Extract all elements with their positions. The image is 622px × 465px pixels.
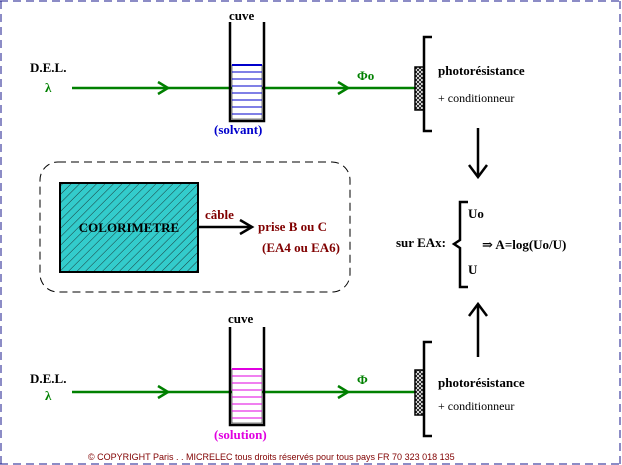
plug-label-line1: prise B ou C (258, 219, 327, 234)
bottom-detector-line2: + conditionneur (438, 399, 514, 413)
top-assembly: D.E.L. λ cuve (solvant) Φo (30, 8, 525, 180)
top-cuvette (228, 22, 266, 123)
top-solvent-label: (solvant) (214, 122, 262, 137)
top-detector-line1: photorésistance (438, 63, 525, 78)
top-photoresistor (414, 35, 432, 133)
top-detector-line2: + conditionneur (438, 91, 514, 105)
absorbance-formula: ⇒ A=log(Uo/U) (482, 237, 566, 252)
cable-arrowhead (239, 218, 255, 236)
bottom-photoresistor (414, 340, 432, 438)
acquisition-u0: Uo (468, 206, 484, 221)
top-led-label: D.E.L. (30, 60, 66, 75)
top-phi-label: Φo (357, 68, 374, 83)
acquisition-brace (451, 200, 468, 289)
colorimeter-title: COLORIMETRE (79, 220, 179, 235)
top-down-arrowhead (468, 164, 488, 180)
bottom-lambda-label: λ (45, 388, 52, 403)
bottom-beam-arrow-2 (337, 384, 351, 400)
acquisition-u: U (468, 262, 478, 277)
bottom-cuve-label: cuve (228, 311, 254, 326)
colorimeter-dashed-box (39, 161, 351, 293)
bottom-up-arrowhead (468, 301, 488, 317)
top-lambda-label: λ (45, 80, 52, 95)
bottom-phi-label: Φ (357, 372, 368, 387)
top-cuve-label: cuve (229, 8, 255, 23)
top-beam-arrow-2 (337, 80, 351, 96)
plug-label-line2: (EA4 ou EA6) (262, 240, 340, 255)
bottom-beam-arrow-1 (157, 384, 171, 400)
bottom-solution-label: (solution) (214, 427, 267, 442)
bottom-led-label: D.E.L. (30, 371, 66, 386)
colorimeter-group: COLORIMETRE câble prise B ou C (EA4 ou E… (39, 161, 351, 293)
bottom-detector-line1: photorésistance (438, 375, 525, 390)
acquisition-group: sur EAx: Uo U ⇒ A=log(Uo/U) (396, 200, 566, 289)
acquisition-label: sur EAx: (396, 235, 446, 250)
copyright-footer: © COPYRIGHT Paris . . MICRELEC tous droi… (88, 452, 455, 462)
cable-label: câble (205, 207, 234, 222)
top-beam-arrow-1 (157, 80, 171, 96)
bottom-assembly: D.E.L. λ cuve (solution) Φ (30, 301, 525, 442)
bottom-cuvette (228, 327, 266, 427)
